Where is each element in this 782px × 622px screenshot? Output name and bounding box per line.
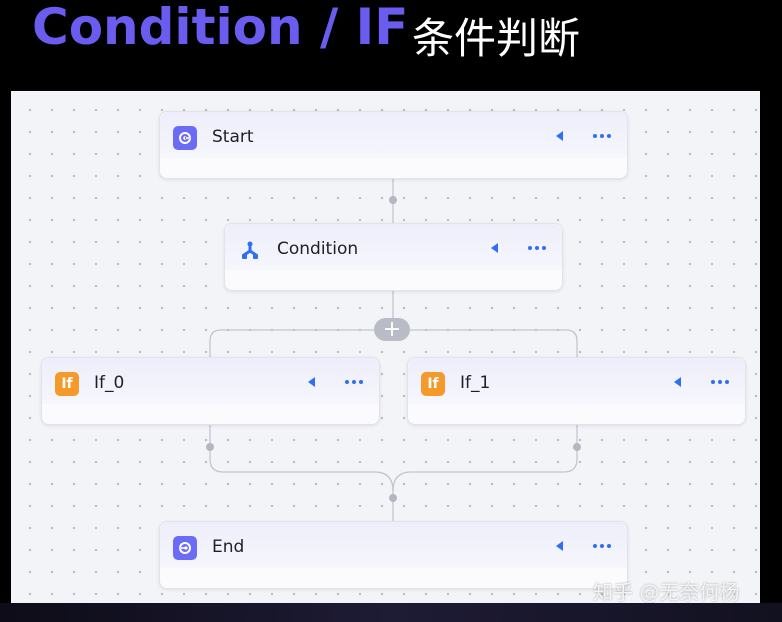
edge-if1-merge	[392, 425, 578, 492]
node-condition[interactable]: Condition	[224, 223, 563, 291]
edge-split-if1	[393, 329, 578, 357]
node-start[interactable]: Start	[159, 111, 628, 179]
more-icon[interactable]	[593, 540, 611, 552]
node-if-1[interactable]: If If_1	[407, 357, 746, 425]
workflow-canvas[interactable]: + Start Condition	[11, 91, 760, 603]
more-icon[interactable]	[528, 242, 546, 254]
edge-split-if0	[209, 329, 393, 357]
more-icon[interactable]	[593, 130, 611, 142]
bottom-bar	[0, 603, 782, 622]
node-label: Condition	[277, 239, 359, 259]
collapse-icon[interactable]	[308, 377, 315, 387]
branch-icon	[238, 238, 262, 262]
page-subtitle: 条件判断	[412, 14, 581, 63]
start-icon	[173, 126, 197, 150]
collapse-icon[interactable]	[556, 131, 563, 141]
port-dot	[389, 494, 397, 502]
port-dot	[206, 443, 214, 451]
node-label: If_0	[94, 373, 125, 393]
node-label: If_1	[460, 373, 491, 393]
node-end[interactable]: End	[159, 521, 628, 589]
if-icon: If	[55, 372, 79, 396]
add-branch-button[interactable]: +	[374, 318, 410, 341]
end-icon	[173, 536, 197, 560]
collapse-icon[interactable]	[491, 243, 498, 253]
watermark: 知乎 @无奈何杨	[593, 580, 740, 604]
port-dot	[389, 196, 397, 204]
page-title: Condition / IF	[32, 0, 409, 56]
more-icon[interactable]	[711, 376, 729, 388]
node-label: End	[212, 537, 245, 557]
more-icon[interactable]	[345, 376, 363, 388]
collapse-icon[interactable]	[674, 377, 681, 387]
edge-if0-merge	[209, 425, 394, 521]
node-label: Start	[212, 127, 254, 147]
port-dot	[573, 443, 581, 451]
edges	[206, 179, 581, 521]
node-if-0[interactable]: If If_0	[41, 357, 380, 425]
if-icon: If	[421, 372, 445, 396]
collapse-icon[interactable]	[556, 541, 563, 551]
